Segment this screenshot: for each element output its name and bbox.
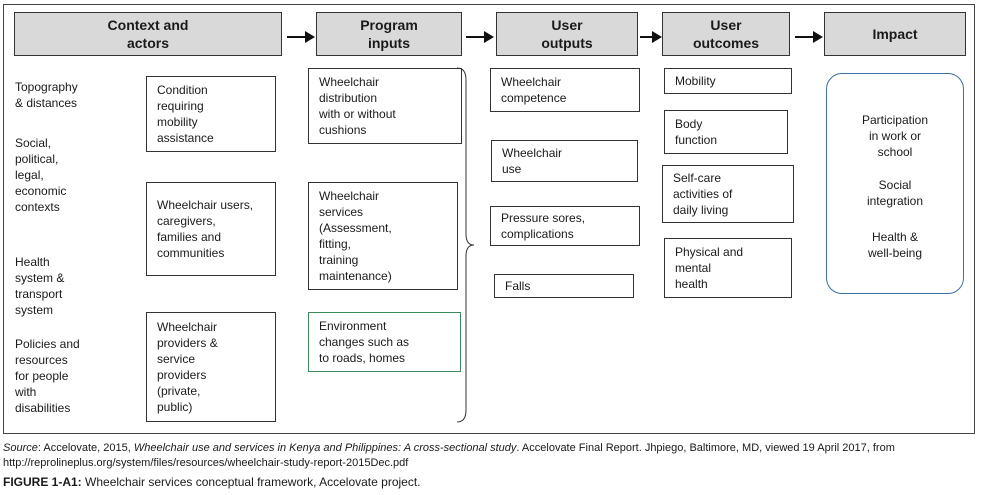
context-policies-resources: Policies and resources for people with d… (15, 337, 80, 415)
header-context-and-actors: Context and actors (14, 12, 282, 56)
figure-caption-text: Wheelchair services conceptual framework… (81, 475, 421, 489)
impact-participation: Participation in work or school (861, 113, 929, 159)
output-falls-box: Falls (494, 274, 634, 298)
figure-caption: FIGURE 1-A1: Wheelchair services concept… (3, 475, 421, 490)
outcome-self-care-box: Self-care activities of daily living (662, 165, 794, 223)
impact-box (826, 73, 964, 294)
context-health-transport: Health system & transport system (15, 255, 65, 317)
actor-providers-box: Wheelchair providers & service providers… (146, 312, 276, 422)
figure-label: FIGURE 1-A1: (3, 475, 82, 489)
header-user-outputs: User outputs (496, 12, 638, 56)
source-post: . Accelovate Final Report. Jhpiego, Balt… (3, 442, 895, 469)
diagram-frame (3, 4, 975, 434)
grouping-brace (456, 67, 475, 423)
arrow-right-icon (640, 31, 662, 43)
outcome-health-box: Physical and mental health (664, 238, 792, 298)
source-label: Source (3, 442, 38, 454)
output-pressure-sores-box: Pressure sores, complications (490, 206, 640, 246)
source-pre: : Accelovate, 2015, (37, 442, 134, 454)
input-environment-box: Environment changes such as to roads, ho… (308, 312, 461, 372)
header-user-outcomes: User outcomes (662, 12, 790, 56)
context-social-political: Social, political, legal, economic conte… (15, 136, 67, 214)
input-services-box: Wheelchair services (Assessment, fitting… (308, 182, 458, 290)
header-program-inputs: Program inputs (316, 12, 462, 56)
arrow-right-icon (466, 31, 494, 43)
outcome-mobility-box: Mobility (664, 68, 792, 94)
header-impact: Impact (824, 12, 966, 56)
arrow-right-icon (287, 31, 315, 43)
outcome-body-function-box: Body function (664, 110, 788, 154)
actor-condition-box: Condition requiring mobility assistance (146, 76, 276, 152)
output-competence-box: Wheelchair competence (490, 68, 640, 112)
input-distribution-box: Wheelchair distribution with or without … (308, 68, 462, 144)
impact-health-wellbeing: Health & well-being (867, 230, 923, 260)
actor-users-box: Wheelchair users, caregivers, families a… (146, 182, 276, 276)
context-topography: Topography & distances (15, 80, 78, 110)
output-use-box: Wheelchair use (491, 140, 638, 182)
source-title: Wheelchair use and services in Kenya and… (133, 442, 517, 454)
arrow-right-icon (795, 31, 823, 43)
source-note: Source: Accelovate, 2015, Wheelchair use… (3, 441, 983, 471)
impact-social-integration: Social integration (866, 178, 924, 208)
